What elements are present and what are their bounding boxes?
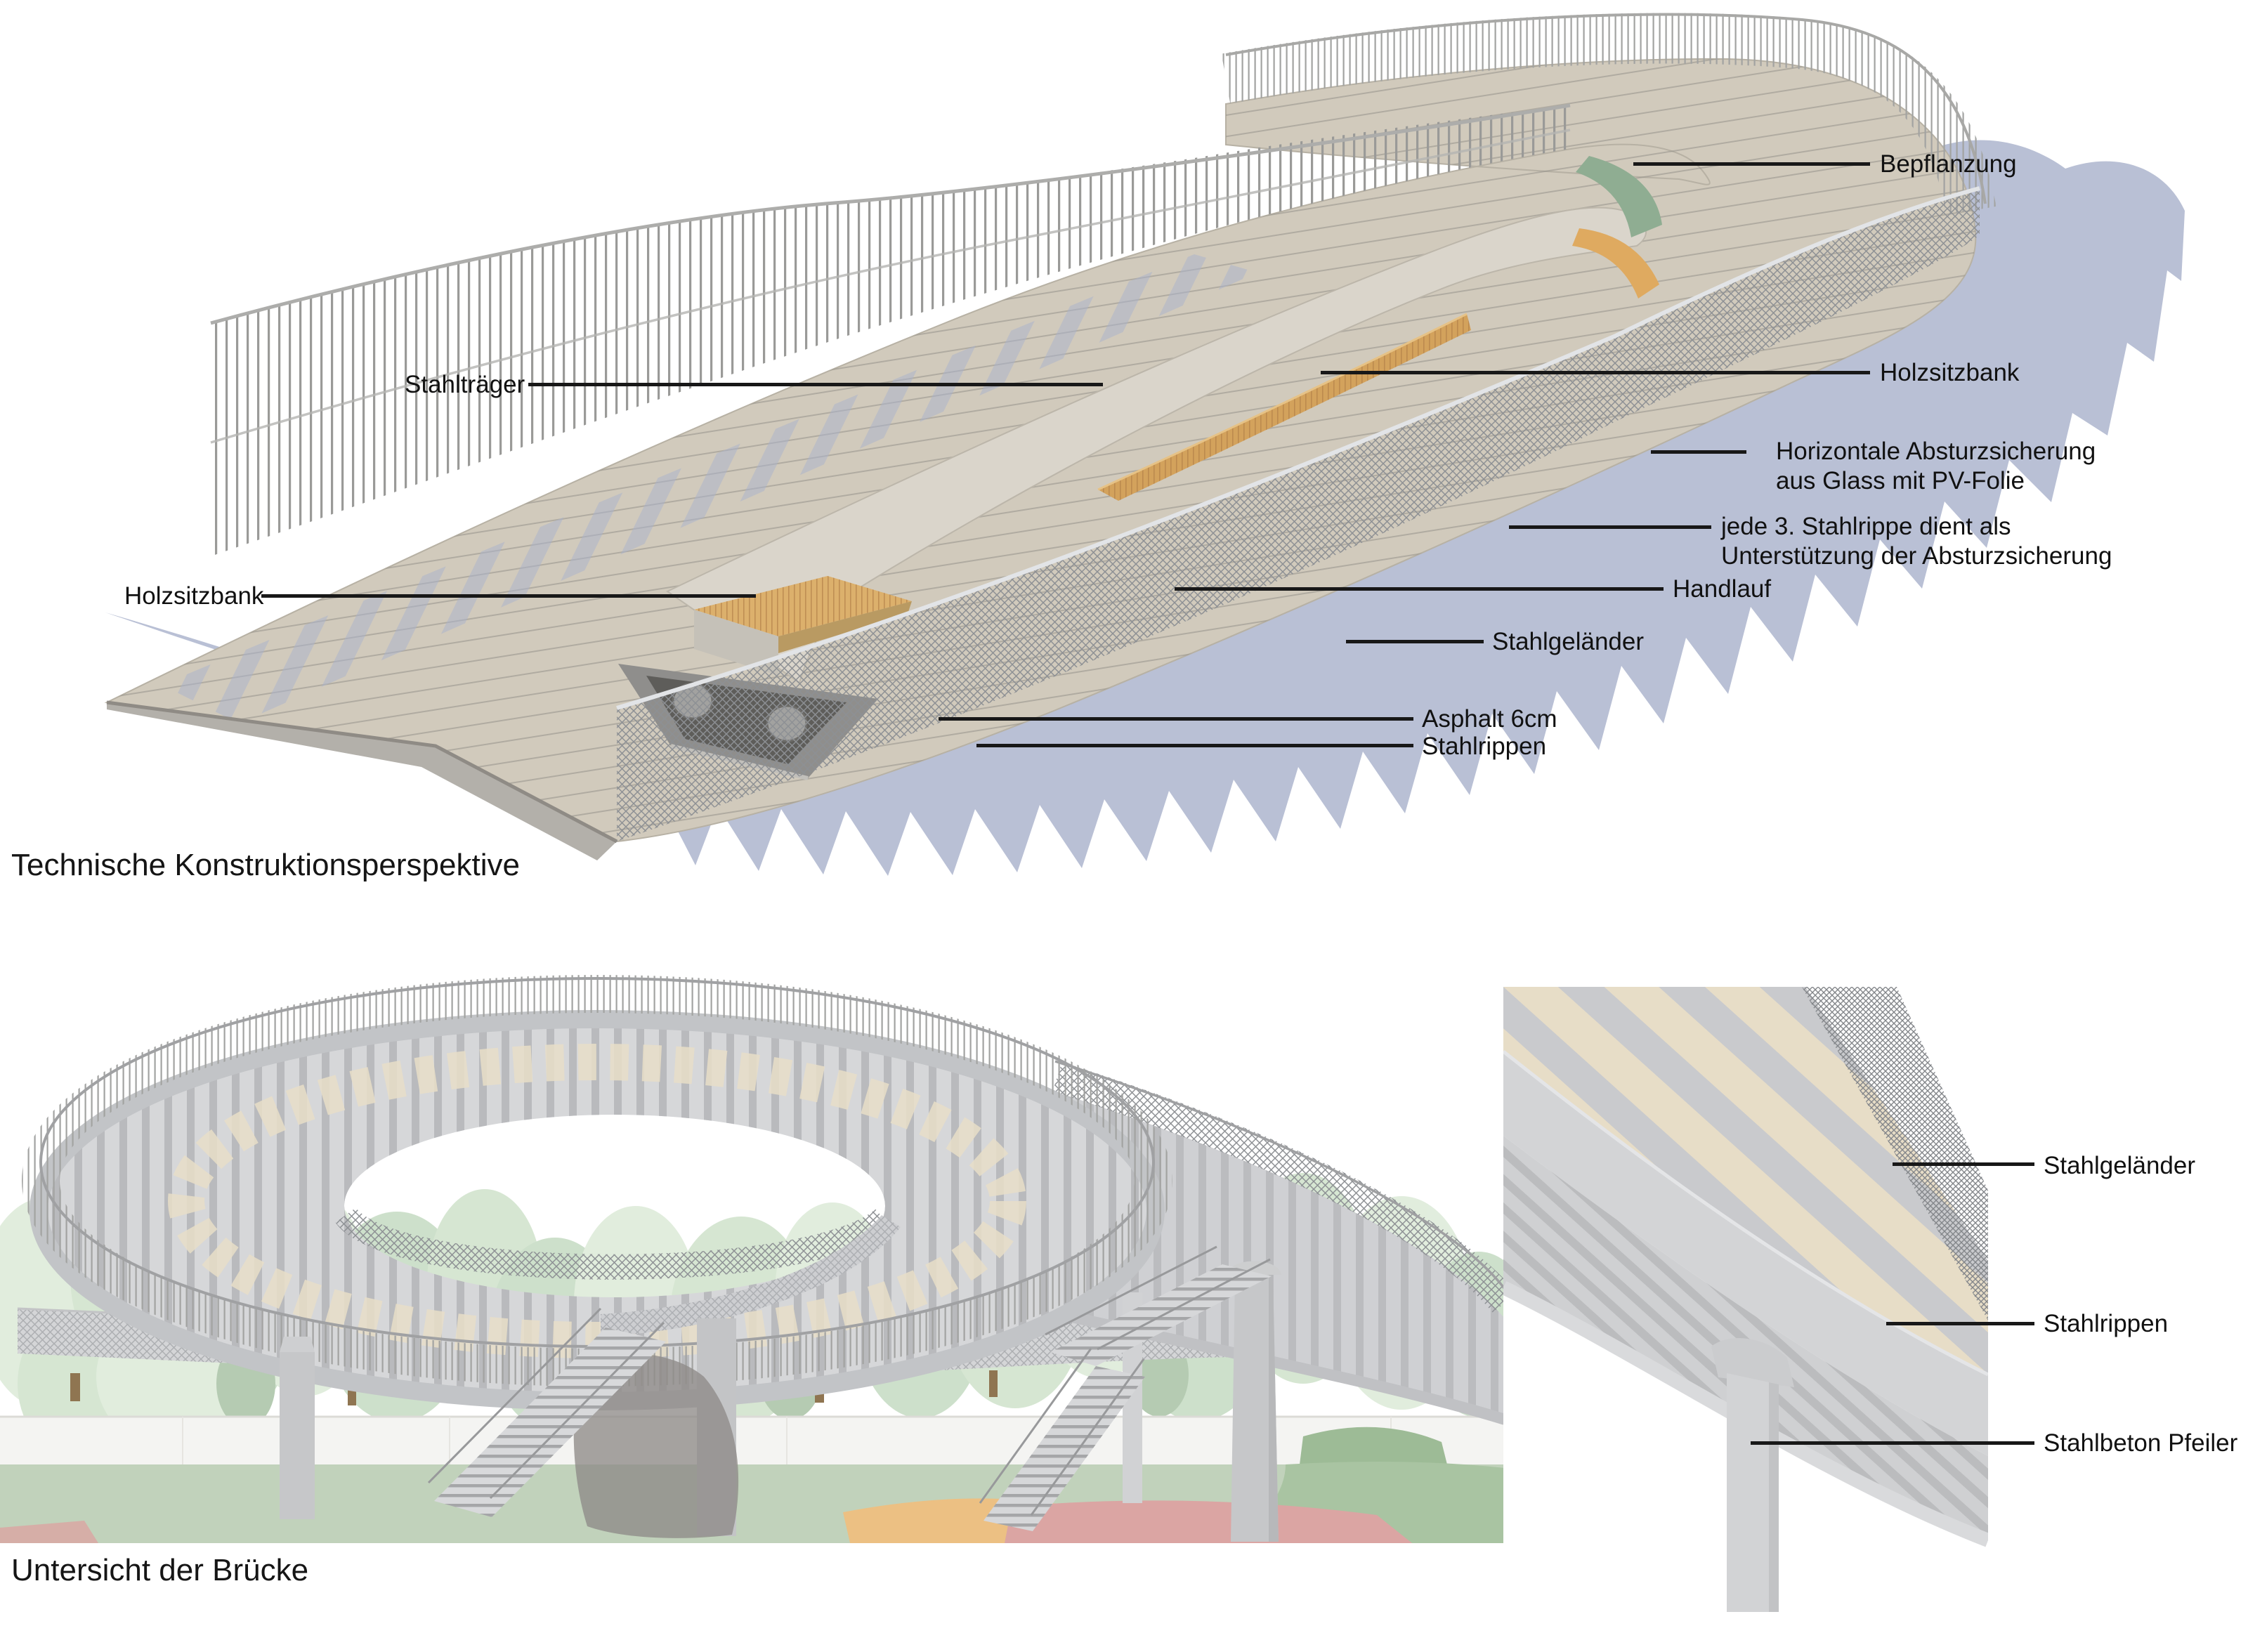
leader-stahlgelaender	[1346, 640, 1484, 643]
edge-girder	[1503, 1050, 1988, 1456]
label-absturzsicherung-line2: aus Glass mit PV-Folie	[1776, 467, 2025, 494]
label-stahlgelaender: Stahlgeländer	[1492, 628, 1644, 655]
leader-bepflanzung	[1633, 162, 1870, 166]
label-stahltraeger: Stahlträger	[405, 371, 525, 398]
leader-absturzsicherung	[1651, 450, 1746, 454]
label-asphalt: Asphalt 6cm	[1422, 705, 1557, 733]
label-stahlrippen: Stahlrippen	[1422, 733, 1547, 760]
background-wall	[0, 1415, 1505, 1469]
label-holzsitzbank-left: Holzsitzbank	[124, 582, 264, 610]
label-stahlrippe-hinweis-line2: Unterstützung der Absturzsicherung	[1721, 542, 2112, 570]
leader-detail-stahlrippen	[1886, 1322, 2034, 1325]
deck-cut-edge	[106, 700, 618, 844]
mesh-railing	[616, 186, 1980, 841]
caption-construction-perspective: Technische Konstruktionsperspektive	[11, 848, 520, 882]
label-absturzsicherung: Horizontale Absturzsicherung aus Glass m…	[1776, 437, 2096, 496]
underside-view-rendering	[0, 975, 1505, 1543]
leader-detail-stahlbeton-pfeiler	[1751, 1441, 2034, 1445]
construction-perspective-rendering	[104, 13, 2185, 877]
label-handlauf: Handlauf	[1673, 575, 1772, 603]
rock-silhouette	[573, 1353, 739, 1538]
leader-stahlrippe-hinweis	[1509, 525, 1711, 529]
label-detail-stahlbeton-pfeiler: Stahlbeton Pfeiler	[2044, 1429, 2238, 1457]
leader-asphalt	[939, 717, 1413, 721]
leader-holzsitzbank-right	[1321, 371, 1870, 374]
label-bepflanzung: Bepflanzung	[1880, 150, 2017, 178]
leader-stahlrippen	[976, 744, 1413, 747]
planting-area	[1576, 156, 1662, 237]
leader-detail-stahlgelaender	[1893, 1162, 2034, 1166]
leader-stahltraeger	[528, 383, 1103, 386]
detail-mesh-railing	[1802, 987, 1988, 1320]
concrete-pillar	[1711, 1338, 1794, 1612]
deck-cut-underside	[107, 702, 617, 860]
label-holzsitzbank-right: Holzsitzbank	[1880, 359, 2020, 386]
caption-underside-view: Untersicht der Brücke	[11, 1553, 309, 1587]
label-detail-stahlgelaender: Stahlgeländer	[2044, 1152, 2195, 1179]
leader-holzsitzbank-left	[261, 594, 756, 598]
wood-bench-center	[1097, 313, 1471, 501]
stairs-center	[427, 1307, 666, 1517]
left-railing	[210, 103, 1571, 556]
railing-shadow-stripes	[162, 254, 1257, 723]
wood-bench-hook	[1572, 228, 1659, 299]
label-absturzsicherung-line1: Horizontale Absturzsicherung	[1776, 438, 2096, 465]
return-railing	[1221, 13, 1997, 216]
stairs-right	[979, 1245, 1272, 1531]
wood-bench-left	[694, 576, 912, 676]
leader-handlauf	[1175, 587, 1664, 591]
label-stahlrippe-hinweis-line1: jede 3. Stahlrippe dient als	[1721, 513, 2011, 540]
label-stahlrippe-hinweis: jede 3. Stahlrippe dient als Unterstützu…	[1721, 512, 2112, 571]
underside-detail-rendering	[1503, 987, 1988, 1612]
label-detail-stahlrippen: Stahlrippen	[2044, 1310, 2169, 1337]
